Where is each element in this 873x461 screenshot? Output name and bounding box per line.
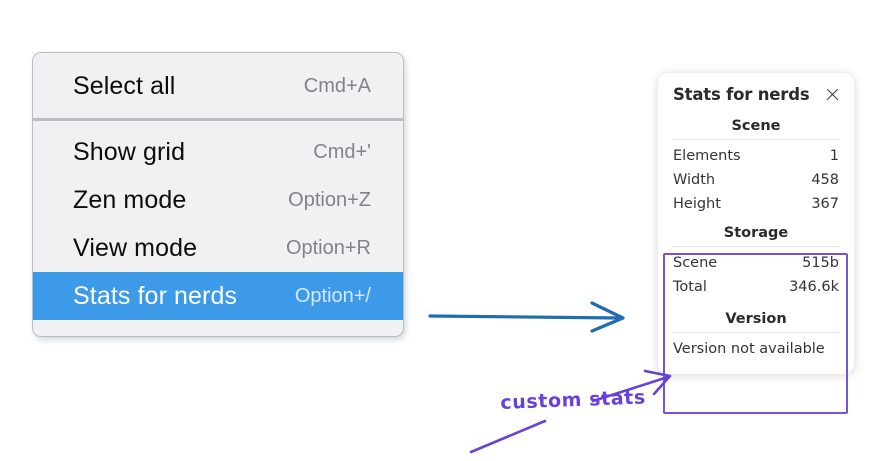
- menu-item-show-grid[interactable]: Show grid Cmd+': [33, 128, 403, 176]
- menu-group-2: Show grid Cmd+' Zen mode Option+Z View m…: [33, 128, 403, 320]
- stats-panel-header: Stats for nerds: [658, 85, 854, 104]
- menu-item-shortcut: Option+/: [294, 284, 371, 307]
- section-title: Version: [725, 310, 787, 327]
- stat-label: Width: [673, 171, 716, 188]
- menu-item-label: View mode: [73, 233, 198, 262]
- menu-group-1: Select all Cmd+A: [33, 62, 403, 110]
- section-divider: [673, 246, 839, 248]
- stat-row: Width 458: [673, 168, 839, 192]
- stat-value: 1: [829, 147, 839, 164]
- stat-value: 367: [811, 195, 839, 212]
- close-icon[interactable]: [824, 86, 841, 103]
- menu-bottom-padding: [33, 320, 403, 336]
- stat-label: Scene: [673, 254, 718, 271]
- custom-stats-callout-label: custom stats: [500, 386, 647, 414]
- menu-item-view-mode[interactable]: View mode Option+R: [33, 224, 403, 272]
- stat-row: Height 367: [673, 192, 839, 216]
- menu-item-shortcut: Option+R: [285, 236, 371, 259]
- section-title: Scene: [731, 118, 781, 134]
- blue-arrow-icon: [428, 301, 625, 333]
- menu-item-shortcut: Cmd+A: [303, 74, 371, 97]
- section-divider: [673, 331, 839, 333]
- menu-item-label: Show grid: [73, 137, 186, 166]
- menu-item-label: Select all: [73, 71, 176, 100]
- menu-item-label: Stats for nerds: [73, 281, 238, 310]
- stat-row: Elements 1: [673, 144, 839, 168]
- stats-panel: Stats for nerds Scene Elements 1 Width 4…: [658, 73, 854, 374]
- menu-item-shortcut: Option+Z: [288, 188, 371, 211]
- stat-row: Total 346.6k: [673, 276, 839, 300]
- stat-label: Elements: [673, 147, 741, 164]
- stat-row: Scene 515b: [673, 251, 839, 275]
- menu-item-zen-mode[interactable]: Zen mode Option+Z: [33, 176, 403, 224]
- stat-value: 458: [811, 171, 839, 188]
- stat-label: Total: [673, 279, 707, 295]
- menu-separator-gap: [33, 121, 403, 128]
- stats-section-scene: Scene Elements 1 Width 458 Height 367: [658, 117, 854, 216]
- menu-item-stats-for-nerds[interactable]: Stats for nerds Option+/: [33, 272, 403, 320]
- stats-panel-title: Stats for nerds: [673, 85, 810, 104]
- stat-value: 346.6k: [789, 279, 839, 295]
- context-menu[interactable]: Select all Cmd+A Show grid Cmd+' Zen mod…: [32, 52, 404, 337]
- stat-label: Height: [673, 195, 721, 212]
- menu-separator: [33, 118, 403, 121]
- menu-item-shortcut: Cmd+': [313, 140, 371, 163]
- menu-item-select-all[interactable]: Select all Cmd+A: [33, 62, 403, 110]
- menu-top-padding: [33, 53, 403, 62]
- menu-item-label: Zen mode: [73, 185, 187, 214]
- stat-value: 515b: [802, 254, 839, 271]
- version-value: Version not available: [673, 340, 825, 357]
- stats-section-version: Version Version not available: [658, 300, 854, 360]
- section-divider: [673, 139, 839, 140]
- section-title: Storage: [723, 225, 789, 242]
- purple-tail-stroke-icon: [469, 419, 547, 454]
- stats-section-storage: Storage Scene 515b Total 346.6k: [658, 216, 854, 299]
